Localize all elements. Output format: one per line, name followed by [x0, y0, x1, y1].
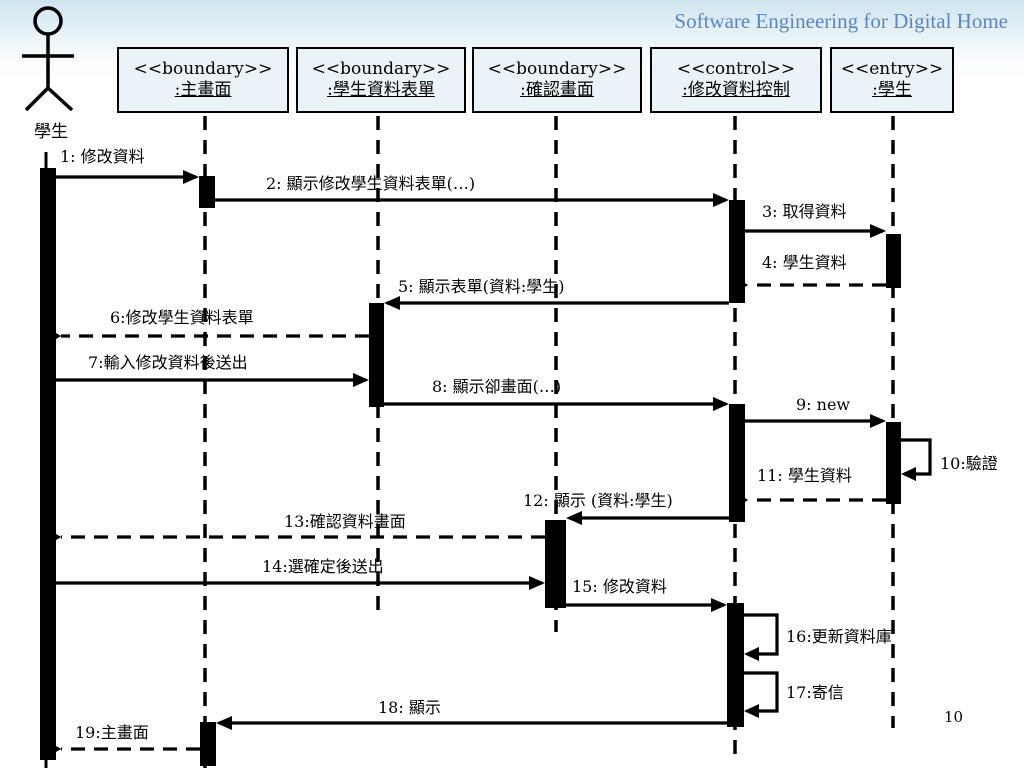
lifeline-name: :修改資料控制 [682, 80, 790, 100]
message-label: 5: 顯示表單(資料:學生) [398, 277, 565, 296]
message-label: 8: 顯示卻畫面(…) [432, 377, 562, 396]
message-label: 3: 取得資料 [762, 202, 847, 221]
message-label: 10:驗證 [940, 454, 998, 473]
message-label: 17:寄信 [786, 683, 844, 702]
activation-bar [199, 176, 215, 208]
message-arrow [745, 414, 886, 428]
message-arrow [56, 576, 545, 590]
message-label: 2: 顯示修改學生資料表單(…) [266, 174, 476, 193]
lifeline-name: :學生資料表單 [327, 80, 435, 100]
activation-bar [40, 168, 56, 760]
lifeline-stereotype: <<boundary>> [487, 59, 627, 79]
message-label: 14:選確定後送出 [262, 557, 384, 576]
message-label: 6:修改學生資料表單 [110, 308, 254, 327]
lifeline-box-confirm-screen: <<boundary>> :確認畫面 [472, 47, 642, 113]
return-message-arrow [43, 326, 369, 346]
message-arrow [56, 170, 199, 184]
lifeline-name: :學生 [872, 80, 912, 100]
lifeline-box-student-form: <<boundary>> :學生資料表單 [296, 47, 466, 113]
actor-figure-icon [22, 6, 74, 112]
lifeline-stereotype: <<boundary>> [311, 59, 451, 79]
lifeline-name: :確認畫面 [520, 80, 594, 100]
message-label: 13:確認資料畫面 [284, 512, 406, 531]
message-label: 11: 學生資料 [757, 466, 852, 485]
actor-label: 學生 [34, 122, 68, 142]
return-message-arrow [730, 275, 886, 295]
message-arrow [384, 296, 729, 310]
activation-bar [545, 520, 566, 608]
message-label: 19:主畫面 [75, 723, 149, 742]
message-arrow [384, 397, 729, 411]
lifeline-name: :主畫面 [174, 80, 232, 100]
message-label: 12: 顯示 (資料:學生) [523, 491, 673, 510]
self-message-arrow [744, 671, 779, 718]
activation-bar [886, 234, 901, 288]
message-label: 16:更新資料庫 [786, 627, 892, 646]
message-label: 1: 修改資料 [60, 147, 145, 166]
activation-bar [200, 722, 216, 766]
message-label: 15: 修改資料 [572, 577, 667, 596]
lifeline-box-main-screen: <<boundary>> :主畫面 [117, 47, 289, 113]
lifeline-stereotype: <<boundary>> [133, 59, 273, 79]
self-message-arrow [744, 613, 779, 661]
activation-bar [369, 303, 384, 407]
activation-bar [727, 603, 744, 727]
header-title: Software Engineering for Digital Home [674, 9, 1008, 33]
return-message-arrow [730, 490, 886, 510]
lifeline-stereotype: <<entry>> [840, 59, 944, 79]
return-message-arrow [43, 527, 545, 547]
activation-bar [886, 422, 901, 504]
message-label: 7:輸入修改資料後送出 [88, 353, 248, 372]
lifeline-box-student-entity: <<entry>> :學生 [830, 47, 954, 113]
message-arrow [566, 598, 727, 612]
return-message-arrow [43, 739, 200, 759]
message-label: 18: 顯示 [378, 698, 441, 717]
message-arrow [216, 716, 727, 730]
lifeline-box-edit-control: <<control>> :修改資料控制 [650, 47, 822, 113]
message-arrow [56, 373, 369, 387]
message-label: 9: new [796, 395, 851, 414]
message-label: 4: 學生資料 [762, 253, 847, 272]
message-arrow [745, 224, 886, 238]
lifeline-stereotype: <<control>> [676, 59, 796, 79]
message-arrow [566, 511, 729, 525]
self-message-arrow [901, 438, 932, 481]
slide-number: 10 [944, 708, 964, 726]
message-arrow [215, 193, 729, 207]
